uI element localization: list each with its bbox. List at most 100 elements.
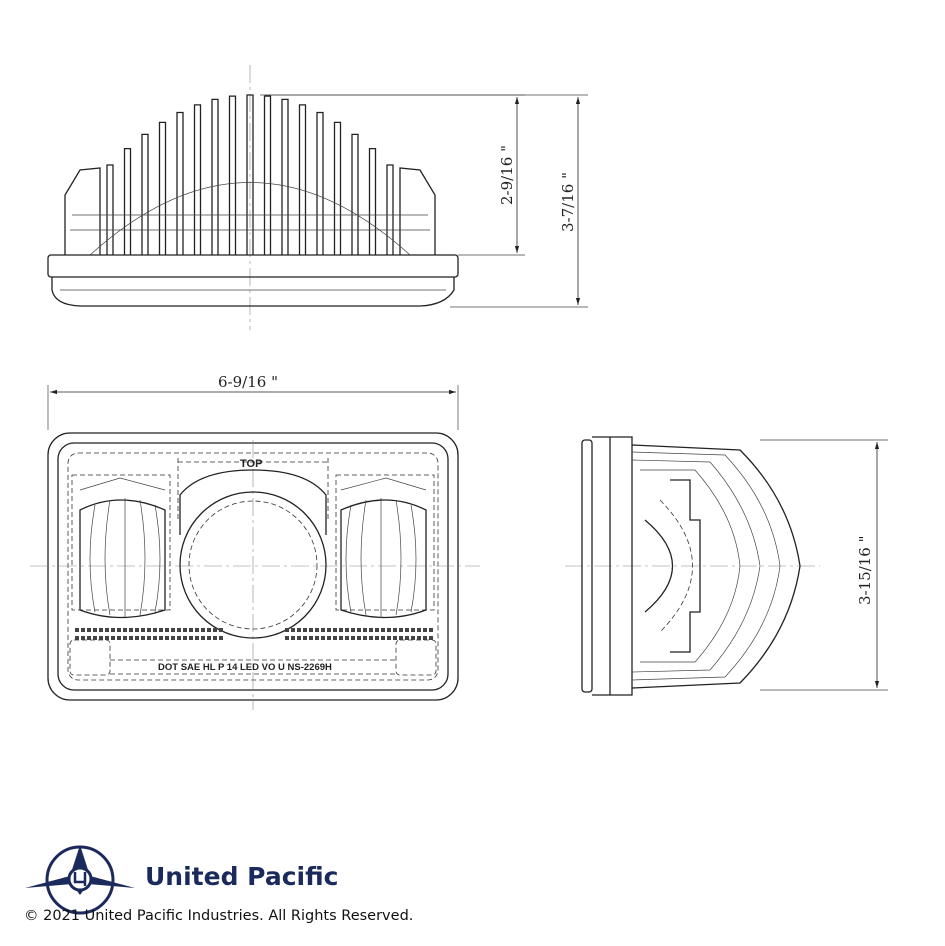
led-segment: [387, 628, 391, 632]
side-view: 3-15/16 ": [565, 436, 888, 696]
led-segment: [381, 636, 385, 640]
led-segment: [183, 636, 187, 640]
led-segment: [219, 628, 223, 632]
led-segment: [363, 628, 367, 632]
led-segment: [93, 628, 97, 632]
heatsink-fin: [316, 111, 324, 255]
led-segment: [399, 628, 403, 632]
led-segment: [315, 628, 319, 632]
lens-marking: DOT SAE HL P 14 LED VO U NS-2269H: [158, 662, 332, 673]
led-segment: [297, 636, 301, 640]
heatsink-fin: [176, 111, 184, 255]
led-segment: [333, 636, 337, 640]
heatsink-fin: [246, 94, 254, 255]
led-segment: [189, 636, 193, 640]
led-segment: [123, 628, 127, 632]
led-segment: [201, 636, 205, 640]
led-segment: [327, 628, 331, 632]
led-segment: [99, 636, 103, 640]
dimension-fin-height: 2-9/16 ": [498, 145, 516, 205]
top-marking: TOP: [240, 458, 262, 470]
heatsink-fin: [228, 95, 237, 255]
led-segment: [423, 628, 427, 632]
led-segment: [213, 628, 217, 632]
led-segment: [309, 628, 313, 632]
top-view: 2-9/16 " 3-7/16 ": [47, 65, 588, 330]
led-segment: [87, 636, 91, 640]
dimension-width: 6-9/16 ": [218, 373, 278, 391]
led-segment: [297, 628, 301, 632]
led-segment: [393, 636, 397, 640]
led-segment: [87, 628, 91, 632]
led-segment: [117, 628, 121, 632]
led-segment: [387, 636, 391, 640]
led-segment: [321, 628, 325, 632]
led-segment: [369, 628, 373, 632]
united-pacific-logo: [25, 845, 135, 915]
led-segment: [147, 636, 151, 640]
front-view: 6-9/16 " TOP DOT SAE HL P 14 LED VO U NS…: [30, 373, 480, 710]
led-segment: [111, 628, 115, 632]
led-segment: [129, 636, 133, 640]
led-segment: [321, 636, 325, 640]
heatsink-fin: [141, 133, 149, 255]
led-segment: [219, 636, 223, 640]
led-segment: [105, 636, 109, 640]
copyright-notice: © 2021 United Pacific Industries. All Ri…: [24, 908, 414, 924]
led-segment: [105, 628, 109, 632]
led-segment: [291, 636, 295, 640]
led-segment: [393, 628, 397, 632]
led-segment: [315, 636, 319, 640]
led-segment: [309, 636, 313, 640]
led-segment: [159, 636, 163, 640]
led-segment: [141, 636, 145, 640]
led-segment: [303, 628, 307, 632]
led-segment: [339, 628, 343, 632]
led-segment: [123, 636, 127, 640]
led-segment: [291, 628, 295, 632]
heatsink-fin: [211, 98, 219, 255]
heatsink-fin: [193, 104, 202, 255]
led-segment: [213, 636, 217, 640]
led-segment: [189, 628, 193, 632]
led-segment: [357, 628, 361, 632]
led-segment: [345, 628, 349, 632]
dimension-height: 3-15/16 ": [856, 535, 874, 605]
led-segment: [195, 636, 199, 640]
led-segment: [195, 628, 199, 632]
led-segment: [363, 636, 367, 640]
dimension-total-depth: 3-7/16 ": [559, 172, 577, 232]
led-segment: [333, 628, 337, 632]
led-segment: [351, 628, 355, 632]
led-segment: [351, 636, 355, 640]
heatsink-fin: [123, 147, 132, 255]
led-segment: [417, 628, 421, 632]
led-segment: [117, 636, 121, 640]
heatsink-fin: [298, 104, 307, 255]
led-segment: [171, 636, 175, 640]
led-segment: [207, 628, 211, 632]
led-segment: [339, 636, 343, 640]
led-segment: [177, 636, 181, 640]
heatsink-fin: [281, 98, 289, 255]
led-segment: [285, 628, 289, 632]
led-segment: [369, 636, 373, 640]
led-segment: [135, 636, 139, 640]
led-segment: [381, 628, 385, 632]
led-segment: [429, 636, 433, 640]
led-segment: [81, 636, 85, 640]
led-segment: [129, 628, 133, 632]
led-segment: [153, 636, 157, 640]
heatsink-fin: [106, 164, 114, 255]
heatsink-fin: [158, 121, 167, 255]
heatsink-fin: [333, 121, 342, 255]
led-segment: [207, 636, 211, 640]
heatsink-fins: [106, 94, 394, 255]
led-segment: [93, 636, 97, 640]
led-segment: [285, 636, 289, 640]
led-segment: [375, 628, 379, 632]
led-segment: [201, 628, 205, 632]
brand-name: United Pacific: [145, 862, 339, 891]
led-segment: [345, 636, 349, 640]
